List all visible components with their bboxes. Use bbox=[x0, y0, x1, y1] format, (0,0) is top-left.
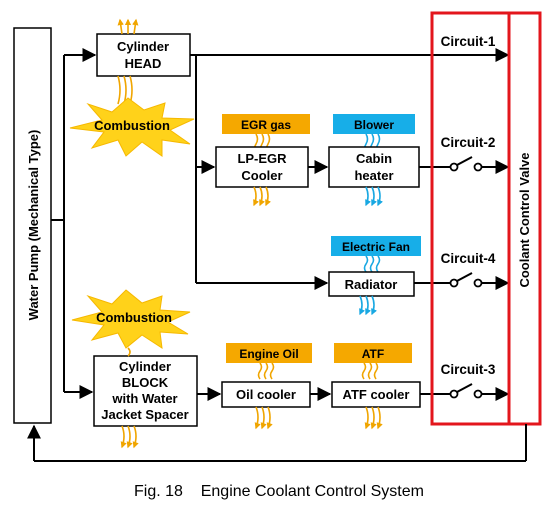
coolant-control-valve-label: Coolant Control Valve bbox=[517, 152, 532, 287]
svg-text:Cylinder: Cylinder bbox=[119, 359, 171, 374]
svg-text:Radiator: Radiator bbox=[345, 277, 398, 292]
combustion-burst-bottom: Combustion bbox=[71, 289, 191, 350]
coolant-control-valve bbox=[507, 11, 542, 426]
svg-text:LP-EGR: LP-EGR bbox=[237, 151, 287, 166]
circuit-3-line bbox=[420, 383, 510, 401]
combustion-bottom-label: Combustion bbox=[96, 310, 172, 325]
return-line bbox=[27, 424, 527, 462]
combustion-burst-top: Combustion bbox=[69, 97, 195, 157]
svg-text:Cabin: Cabin bbox=[356, 151, 392, 166]
water-pump-label: Water Pump (Mechanical Type) bbox=[26, 130, 41, 321]
electric-fan-tag: Electric Fan bbox=[331, 236, 421, 273]
circuit-4-line bbox=[414, 272, 510, 290]
svg-text:Electric Fan: Electric Fan bbox=[342, 240, 410, 254]
engine-oil-tag: Engine Oil bbox=[226, 343, 312, 380]
cabin-heater-box: Cabin heater bbox=[328, 146, 420, 207]
svg-text:Blower: Blower bbox=[354, 118, 394, 132]
circuit-2-label: Circuit-2 bbox=[441, 135, 496, 150]
svg-text:Engine Oil: Engine Oil bbox=[239, 347, 298, 361]
svg-text:heater: heater bbox=[354, 168, 393, 183]
figure-caption: Fig. 18 Engine Coolant Control System bbox=[134, 483, 424, 500]
egr-gas-tag: EGR gas bbox=[222, 114, 310, 155]
svg-text:EGR gas: EGR gas bbox=[241, 118, 291, 132]
atf-tag: ATF bbox=[334, 343, 412, 380]
svg-text:ATF: ATF bbox=[362, 347, 384, 361]
lp-egr-cooler-box: LP-EGR Cooler bbox=[215, 146, 309, 207]
svg-text:ATF cooler: ATF cooler bbox=[343, 387, 410, 402]
circuit-1-label: Circuit-1 bbox=[441, 34, 496, 49]
svg-text:Oil cooler: Oil cooler bbox=[236, 387, 296, 402]
circuit-2-line bbox=[419, 156, 510, 174]
radiator-box: Radiator bbox=[328, 271, 415, 316]
circuit-3-label: Circuit-3 bbox=[441, 362, 496, 377]
cylinder-head-box: Cylinder HEAD bbox=[96, 33, 191, 77]
pump-outlet-lines bbox=[51, 48, 97, 399]
svg-text:Cooler: Cooler bbox=[241, 168, 282, 183]
cylinder-head-line2: HEAD bbox=[125, 56, 162, 71]
svg-text:BLOCK: BLOCK bbox=[122, 375, 169, 390]
atf-cooler-box: ATF cooler bbox=[331, 381, 421, 430]
oil-cooler-box: Oil cooler bbox=[221, 381, 311, 430]
cylinder-block-box: Cylinder BLOCK with Water Jacket Spacer bbox=[93, 347, 198, 449]
water-pump: Water Pump (Mechanical Type) bbox=[13, 27, 52, 424]
cylinder-head-line1: Cylinder bbox=[117, 39, 169, 54]
svg-text:Jacket Spacer: Jacket Spacer bbox=[101, 407, 188, 422]
svg-text:with Water: with Water bbox=[111, 391, 177, 406]
head-branch-lines bbox=[195, 55, 329, 290]
circuit-4-label: Circuit-4 bbox=[441, 251, 496, 266]
combustion-top-label: Combustion bbox=[94, 118, 170, 133]
